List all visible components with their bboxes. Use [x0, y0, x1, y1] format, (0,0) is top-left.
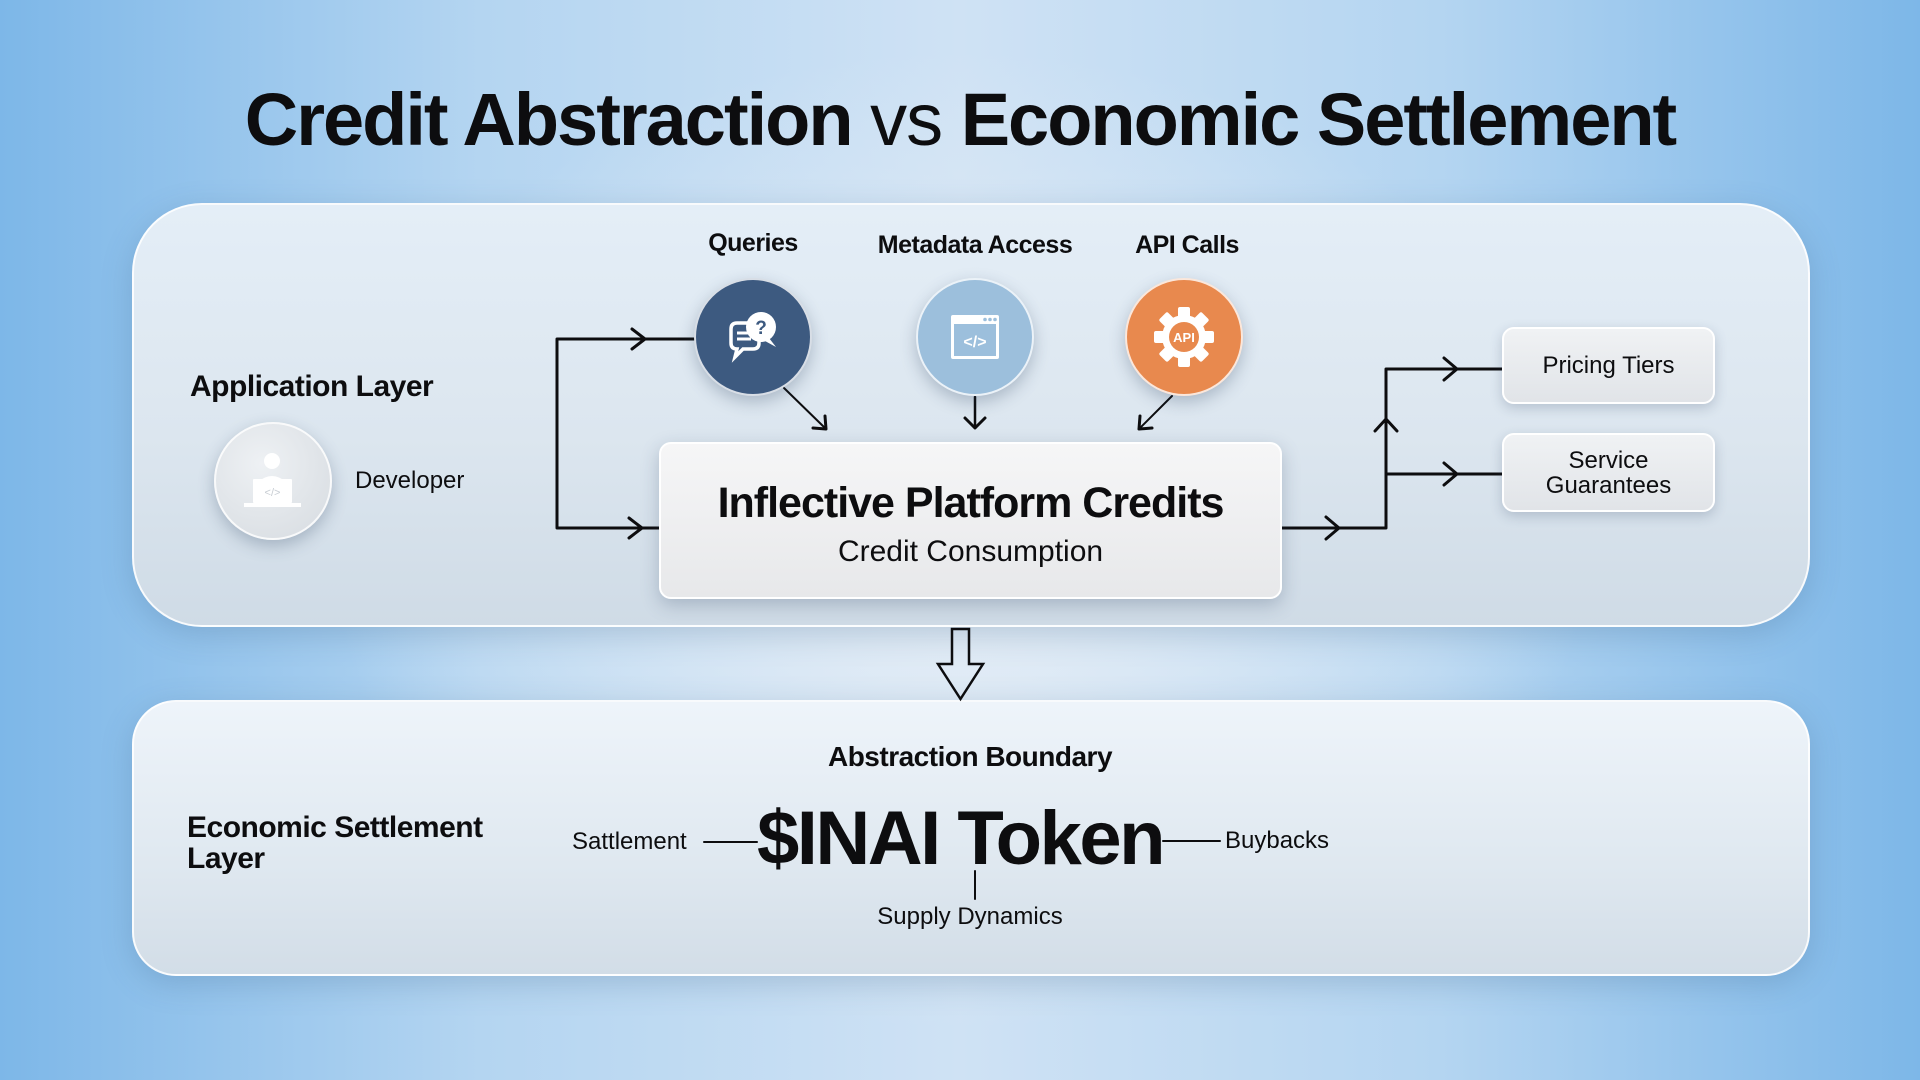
abstraction-boundary-label: Abstraction Boundary	[827, 741, 1113, 772]
economic-settlement-panel	[132, 700, 1810, 976]
service-guarantees-line-2: Guarantees	[1545, 471, 1672, 499]
svg-text:</>: </>	[265, 487, 281, 499]
metadata-access-node: </>	[916, 278, 1034, 396]
title-vs: vs	[870, 78, 943, 161]
platform-subtitle: Credit Consumption	[837, 535, 1104, 568]
api-gear-icon: API	[1154, 307, 1214, 367]
buybacks-label: Buybacks	[1225, 827, 1330, 854]
service-guarantees-line-1: Service	[1568, 446, 1649, 474]
svg-text:?: ?	[755, 318, 767, 339]
platform-title: Inflective Platform Credits	[717, 479, 1225, 527]
api-calls-node: API	[1125, 278, 1243, 396]
application-layer-heading: Application Layer	[190, 370, 434, 403]
pricing-tiers-label: Pricing Tiers	[1542, 352, 1675, 379]
service-guarantees-box: Service Guarantees	[1502, 433, 1715, 512]
metadata-access-label: Metadata Access	[877, 231, 1073, 259]
page-title: Credit Abstraction vs Economic Settlemen…	[0, 78, 1920, 162]
svg-text:API: API	[1173, 330, 1195, 345]
queries-node: ?	[694, 278, 812, 396]
title-part-2: Economic Settlement	[960, 78, 1678, 161]
svg-text:</>: </>	[963, 334, 986, 351]
down-arrow-icon	[935, 627, 986, 702]
pricing-tiers-box: Pricing Tiers	[1502, 327, 1715, 404]
api-calls-label: API Calls	[1135, 231, 1239, 259]
developer-label: Developer	[355, 467, 465, 494]
chat-question-icon: ?	[729, 312, 776, 363]
developer-node: </>	[214, 422, 332, 540]
platform-credits-box: Inflective Platform Credits Credit Consu…	[659, 442, 1282, 599]
settlement-label: Sattlement	[572, 828, 687, 855]
developer-laptop-icon: </>	[244, 453, 301, 507]
inai-token-label: $INAI Token	[756, 796, 1166, 881]
supply-dynamics-label: Supply Dynamics	[877, 903, 1063, 930]
code-window-icon: </>	[951, 315, 999, 359]
queries-label: Queries	[708, 229, 798, 257]
economic-settlement-heading: Economic Settlement Layer	[187, 811, 483, 875]
title-part-1: Credit Abstraction	[244, 78, 854, 161]
